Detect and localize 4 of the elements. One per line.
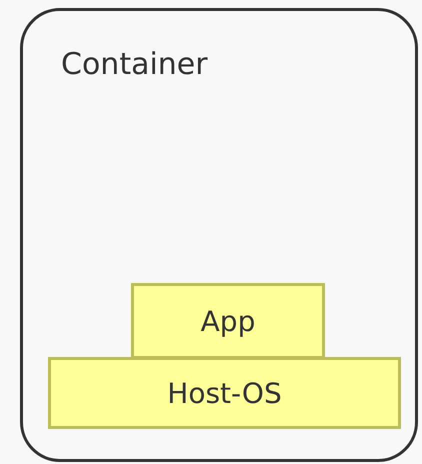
container-title: Container bbox=[61, 47, 208, 82]
layer-box: Host-OS bbox=[48, 357, 401, 429]
layer-box: App bbox=[131, 283, 325, 359]
container-frame bbox=[20, 8, 418, 462]
